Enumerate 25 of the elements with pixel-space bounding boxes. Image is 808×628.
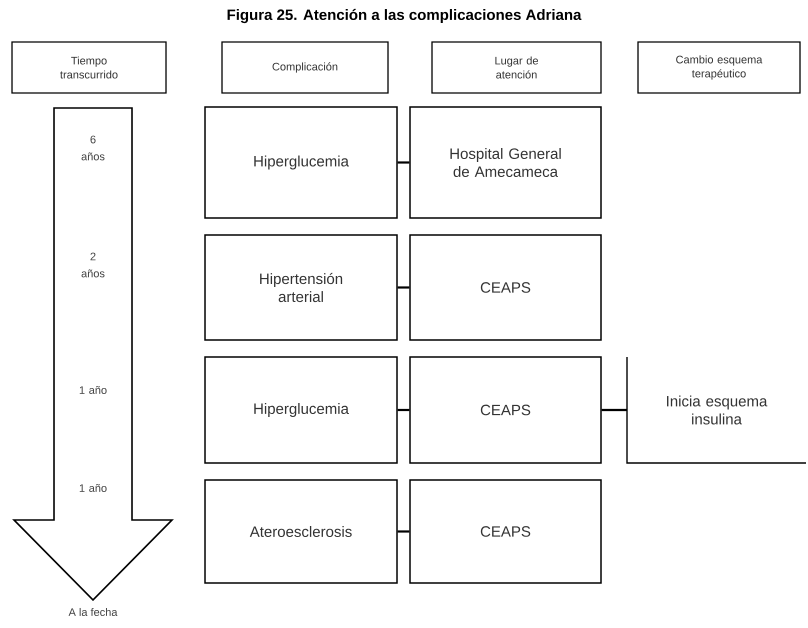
text-box: Hiperglucemia	[204, 106, 398, 219]
header-box: Complicación	[221, 41, 389, 94]
duration-label: 1 año	[80, 484, 107, 492]
text-box: CEAPS	[409, 356, 602, 464]
header-box: Lugar de atención	[431, 41, 602, 94]
connector-line	[398, 286, 410, 289]
connector-line	[398, 530, 410, 533]
text-box: Hiperglucemia	[204, 356, 398, 464]
connector-line	[398, 161, 410, 164]
end-label: A la fecha	[68, 608, 118, 616]
duration-label: 2 años	[82, 252, 105, 278]
title: Figura 25. Atención a las complicaciones Adriana	[228, 8, 582, 24]
duration-label: 1 año	[80, 386, 107, 394]
connector-line	[398, 408, 410, 412]
header-box: Tiempo transcurrido	[11, 41, 167, 94]
text-box: Hipertensión arterial	[204, 234, 398, 341]
header-box: Cambio esquema terapéutico	[637, 41, 801, 94]
text-box: Ateroesclerosis	[204, 479, 398, 584]
open-box: Inicia esquema insulina	[626, 357, 806, 464]
down-arrow	[12, 107, 174, 602]
text-box: Hospital General de Amecameca	[409, 106, 602, 219]
duration-label: 6 años	[82, 136, 105, 160]
text-box: CEAPS	[409, 479, 602, 584]
text-box: CEAPS	[409, 234, 602, 341]
connector-line	[602, 408, 627, 412]
